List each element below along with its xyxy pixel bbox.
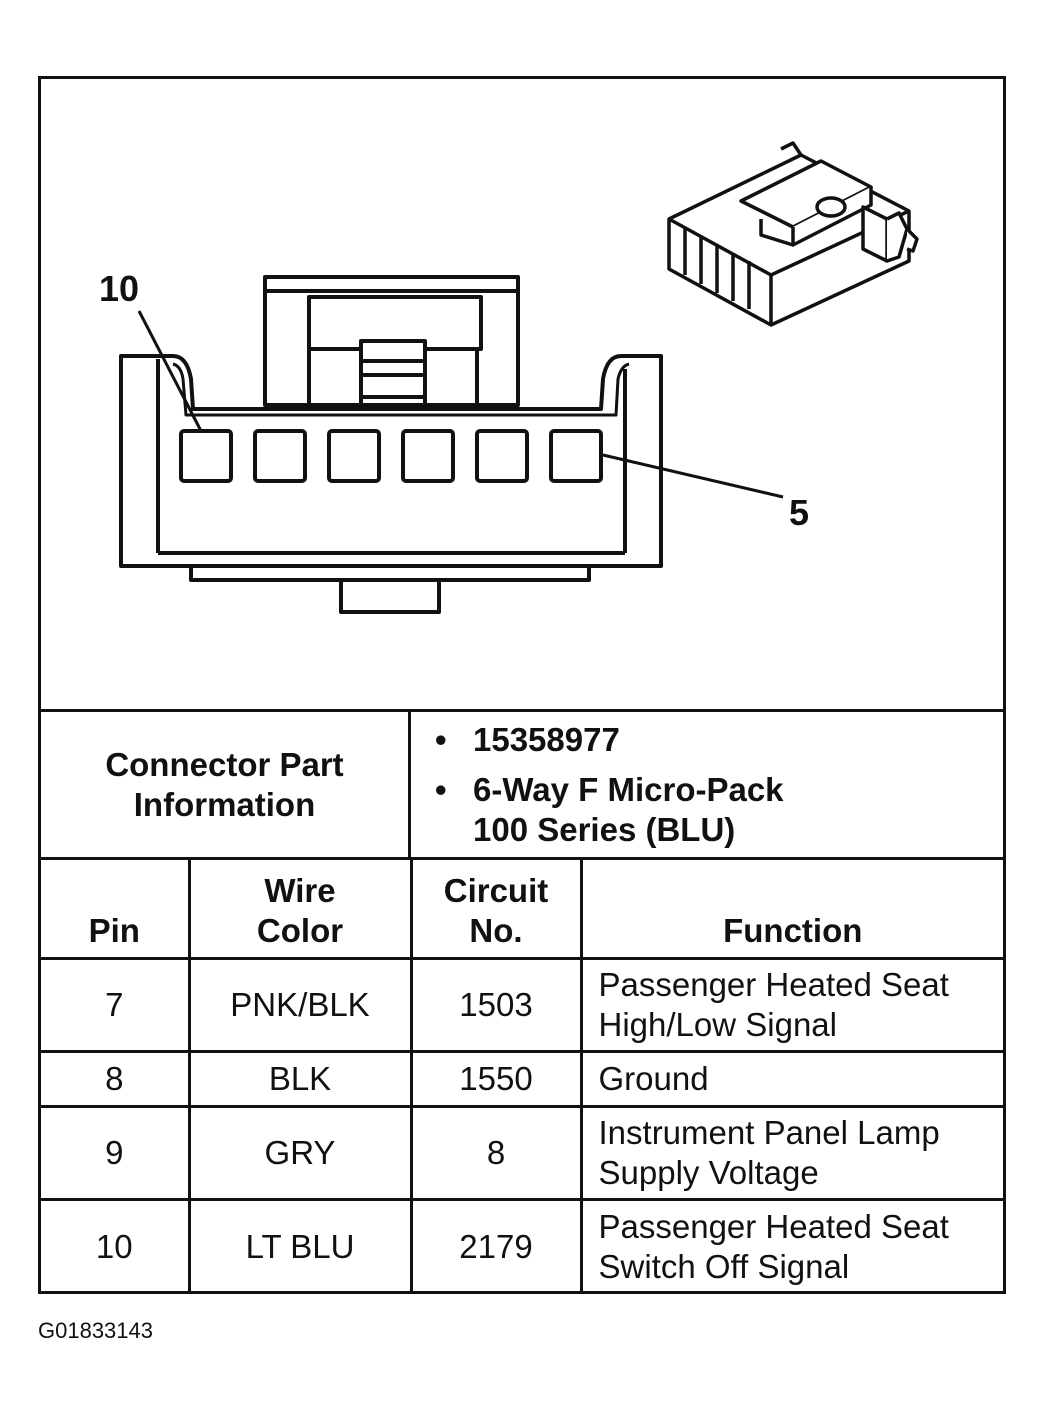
connector-figure-frame: 10 5 Connector Part Information [38, 76, 1006, 1294]
connector-cavity [475, 429, 529, 483]
table-row: 8 BLK 1550 Ground [41, 1050, 1003, 1108]
part-number-item: • 15358977 [435, 720, 1003, 760]
connector-description-item: • 6-Way F Micro-Pack 100 Series (BLU) [435, 770, 1003, 850]
cell-wire-color: LT BLU [187, 1198, 413, 1293]
connector-cavity [549, 429, 603, 483]
callout-pin-5: 5 [789, 492, 809, 533]
cell-pin: 9 [41, 1105, 191, 1201]
cell-circuit: 8 [409, 1105, 583, 1201]
cell-pin: 8 [41, 1050, 191, 1108]
connector-cavity [327, 429, 381, 483]
figure-code: G01833143 [38, 1318, 153, 1343]
connector-part-information-row: Connector Part Information • 15358977 • … [41, 709, 1003, 857]
cell-wire-color: BLK [187, 1050, 413, 1108]
cell-pin: 7 [41, 957, 191, 1053]
cell-circuit: 2179 [409, 1198, 583, 1293]
info-label-line2: Information [133, 785, 316, 823]
connector-body [119, 354, 663, 614]
bullet-icon: • [435, 721, 447, 758]
part-number: 15358977 [473, 721, 620, 758]
cell-circuit: 1503 [409, 957, 583, 1053]
cell-wire-color: GRY [187, 1105, 413, 1201]
cell-circuit: 1550 [409, 1050, 583, 1108]
connector-description-line2: 100 Series (BLU) [473, 811, 736, 848]
cell-wire-color: PNK/BLK [187, 957, 413, 1053]
header-function: Function [579, 857, 1003, 960]
callout-leader-right [602, 453, 784, 499]
info-label-line1: Connector Part [105, 745, 344, 783]
connector-cavity [179, 429, 233, 483]
connector-isometric-icon [667, 141, 919, 327]
connector-drawing: 10 5 [99, 141, 919, 614]
connector-cavity [401, 429, 455, 483]
connector-description-line1: 6-Way F Micro-Pack [473, 771, 784, 808]
cavity-group [179, 429, 603, 483]
connector-diagram: 10 5 [41, 79, 1003, 709]
connector-part-information-values: • 15358977 • 6-Way F Micro-Pack 100 Seri… [411, 712, 1003, 857]
connector-part-information-label: Connector Part Information [41, 712, 411, 857]
cell-pin: 10 [41, 1198, 191, 1293]
connector-cavity [253, 429, 307, 483]
cell-function: Ground [579, 1050, 1003, 1108]
callout-leader-left [137, 310, 203, 432]
bullet-icon: • [435, 771, 447, 808]
callout-pin-10: 10 [99, 268, 139, 309]
connector-latch [263, 275, 520, 407]
header-pin: Pin [41, 857, 191, 960]
